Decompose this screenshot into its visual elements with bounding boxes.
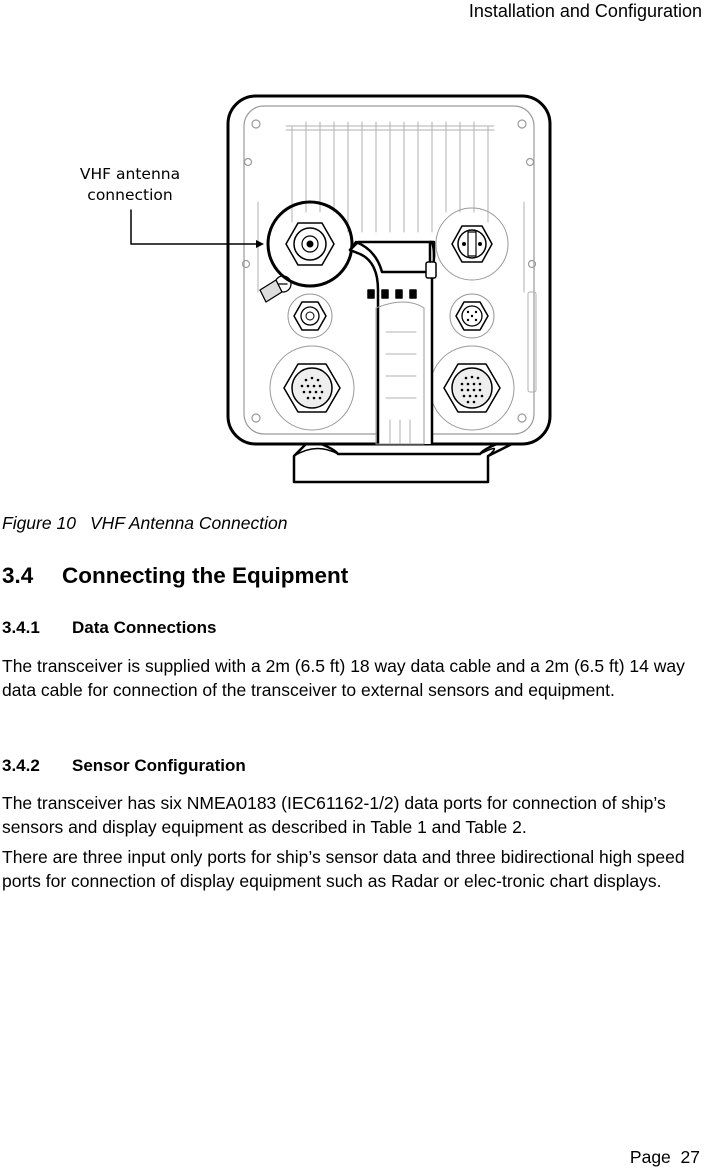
- vhf-connector-highlight: [266, 200, 354, 288]
- running-header: Installation and Configuration: [468, 1, 702, 21]
- subsection-number: 3.4.2: [2, 756, 40, 775]
- subsection-number: 3.4.1: [2, 618, 40, 637]
- callout-leader: [130, 209, 257, 245]
- subsection-heading: 3.4.1 Data Connections: [2, 618, 217, 638]
- page-footer: Page 27: [630, 1147, 700, 1168]
- figure-caption: Figure 10 VHF Antenna Connection: [2, 513, 287, 534]
- page-label: Page: [629, 1147, 671, 1167]
- section-title: Connecting the Equipment: [62, 563, 349, 588]
- figure-transceiver-rear: VHF antenna connection: [76, 92, 556, 488]
- subsection-title: Data Connections: [72, 618, 217, 637]
- caption-title: VHF Antenna Connection: [89, 513, 288, 533]
- section-number: 3.4: [2, 563, 34, 588]
- callout-line-1: VHF antenna: [79, 165, 181, 183]
- subsection-heading: 3.4.2 Sensor Configuration: [2, 756, 246, 776]
- callout-line-2: connection: [87, 186, 173, 204]
- page-number: 27: [680, 1147, 700, 1167]
- paragraph: The transceiver is supplied with a 2m (6…: [2, 656, 685, 700]
- subsection-title: Sensor Configuration: [72, 756, 246, 775]
- transceiver-rear-illustration: [130, 94, 552, 484]
- callout-label: VHF antenna connection: [76, 164, 184, 206]
- section-heading: 3.4 Connecting the Equipment: [2, 563, 348, 589]
- paragraph: The transceiver has six NMEA0183 (IEC611…: [2, 793, 666, 837]
- caption-number: Figure 10: [2, 513, 76, 533]
- paragraph: There are three input only ports for shi…: [2, 847, 685, 891]
